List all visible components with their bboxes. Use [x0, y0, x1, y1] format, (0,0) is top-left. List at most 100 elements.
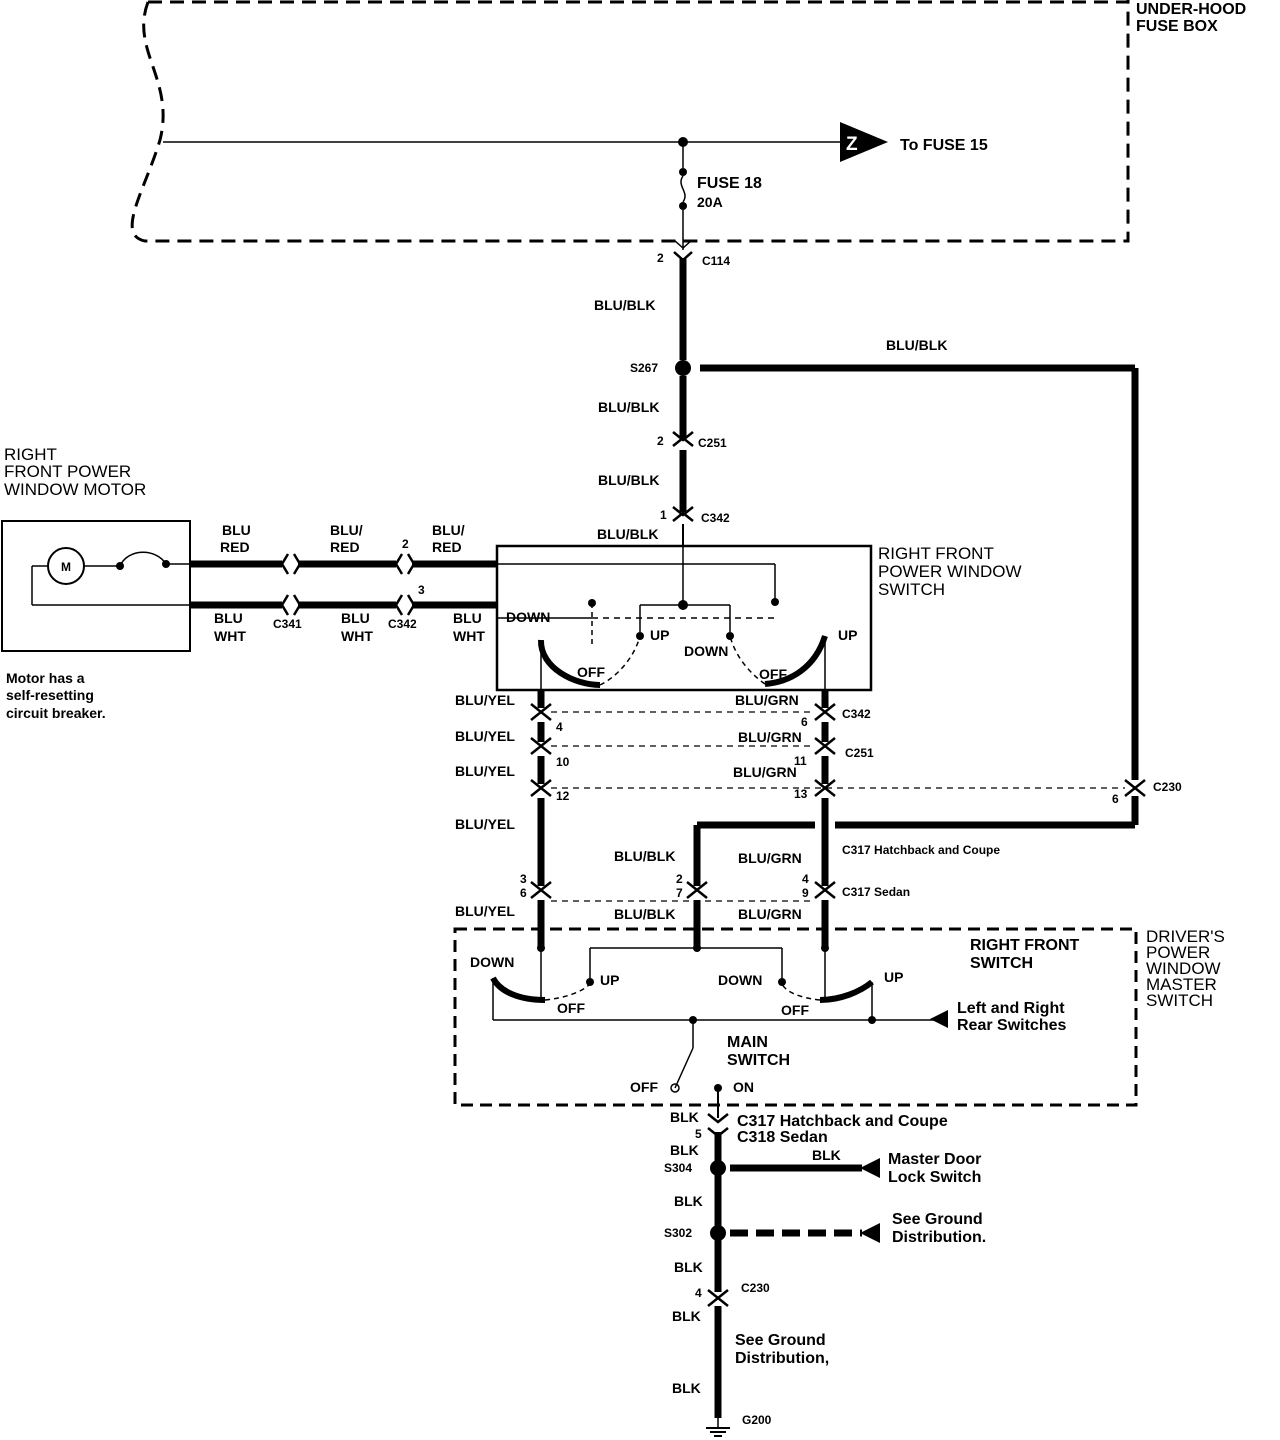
- svg-text:BLK: BLK: [674, 1193, 703, 1209]
- svg-text:OFF: OFF: [759, 666, 787, 682]
- svg-text:BLU/YEL: BLU/YEL: [455, 763, 515, 779]
- splice-s304: S304: [664, 1160, 726, 1176]
- svg-text:WHT: WHT: [214, 628, 246, 644]
- svg-text:Distribution,: Distribution,: [735, 1350, 829, 1367]
- svg-text:BLU/GRN: BLU/GRN: [738, 906, 802, 922]
- svg-text:SWITCH: SWITCH: [878, 580, 945, 599]
- svg-text:UP: UP: [600, 972, 619, 988]
- fuse-box-title-1: UNDER-HOOD: [1136, 1, 1246, 18]
- svg-text:DOWN: DOWN: [506, 609, 550, 625]
- svg-text:Distribution.: Distribution.: [892, 1229, 986, 1246]
- svg-text:6: 6: [1112, 792, 1119, 806]
- svg-text:C114: C114: [702, 254, 730, 268]
- svg-text:C317 Sedan: C317 Sedan: [842, 885, 910, 899]
- svg-text:BLU/GRN: BLU/GRN: [738, 850, 802, 866]
- svg-text:S304: S304: [664, 1161, 692, 1175]
- fuse-box-title-2: FUSE BOX: [1136, 18, 1218, 35]
- svg-text:UP: UP: [884, 969, 903, 985]
- svg-text:OFF: OFF: [557, 1000, 585, 1016]
- svg-text:Left and Right: Left and Right: [957, 1000, 1065, 1017]
- svg-text:RED: RED: [220, 539, 250, 555]
- right-front-window-motor: RIGHT FRONT POWER WINDOW MOTOR M Motor h…: [1, 445, 191, 721]
- drivers-master-switch: DRIVER'S POWER WINDOW MASTER SWITCH RIGH…: [453, 927, 1225, 1107]
- svg-text:BLU/BLK: BLU/BLK: [598, 399, 659, 415]
- svg-text:BLU/GRN: BLU/GRN: [735, 692, 799, 708]
- svg-text:BLK: BLK: [674, 1259, 703, 1275]
- svg-text:C230: C230: [1153, 780, 1182, 794]
- svg-text:BLK: BLK: [812, 1147, 841, 1163]
- svg-text:C317 Hatchback and Coupe: C317 Hatchback and Coupe: [842, 843, 1000, 857]
- svg-text:SWITCH: SWITCH: [970, 955, 1033, 972]
- svg-text:BLU/BLK: BLU/BLK: [614, 848, 675, 864]
- svg-text:G200: G200: [742, 1413, 772, 1427]
- svg-text:DOWN: DOWN: [470, 954, 514, 970]
- svg-text:BLU/: BLU/: [330, 522, 363, 538]
- svg-text:C342: C342: [388, 617, 417, 631]
- svg-text:BLU: BLU: [453, 610, 482, 626]
- svg-text:5: 5: [695, 1127, 702, 1141]
- svg-text:Lock Switch: Lock Switch: [888, 1169, 981, 1186]
- under-hood-fuse-box: UNDER-HOOD FUSE BOX Z To FUSE 15 FUSE 18…: [130, 0, 1246, 250]
- svg-text:WINDOW: WINDOW: [1146, 959, 1221, 978]
- svg-text:7: 7: [676, 886, 683, 900]
- svg-text:12: 12: [556, 789, 570, 803]
- svg-text:BLK: BLK: [672, 1308, 701, 1324]
- svg-text:BLK: BLK: [670, 1142, 699, 1158]
- svg-text:4: 4: [695, 1286, 702, 1300]
- svg-text:OFF: OFF: [781, 1002, 809, 1018]
- svg-text:BLU: BLU: [214, 610, 243, 626]
- svg-text:C251: C251: [698, 436, 727, 450]
- svg-text:BLU/GRN: BLU/GRN: [733, 764, 797, 780]
- svg-text:ON: ON: [733, 1079, 754, 1095]
- svg-text:WINDOW MOTOR: WINDOW MOTOR: [4, 480, 146, 499]
- svg-text:Master Door: Master Door: [888, 1151, 981, 1168]
- svg-text:C230: C230: [741, 1281, 770, 1295]
- svg-text:C341: C341: [273, 617, 302, 631]
- svg-text:C342: C342: [701, 511, 730, 525]
- connector-c230-bottom: 4 C230: [695, 1281, 770, 1307]
- svg-text:BLU/BLK: BLU/BLK: [886, 337, 947, 353]
- svg-text:RIGHT FRONT: RIGHT FRONT: [970, 937, 1080, 954]
- svg-text:2: 2: [676, 872, 683, 886]
- z-marker: Z: [846, 134, 858, 155]
- to-fuse-15-label: To FUSE 15: [900, 137, 988, 154]
- svg-text:See Ground: See Ground: [735, 1332, 826, 1349]
- svg-text:Rear Switches: Rear Switches: [957, 1017, 1066, 1034]
- svg-text:9: 9: [802, 886, 809, 900]
- svg-text:BLU: BLU: [341, 610, 370, 626]
- svg-text:circuit breaker.: circuit breaker.: [6, 705, 106, 721]
- svg-text:BLK: BLK: [672, 1380, 701, 1396]
- svg-text:POWER WINDOW: POWER WINDOW: [878, 562, 1022, 581]
- svg-text:2: 2: [657, 434, 664, 448]
- svg-text:self-resetting: self-resetting: [6, 687, 94, 703]
- svg-text:1: 1: [660, 508, 667, 522]
- connector-c341: [280, 553, 302, 616]
- connector-dashed-links: [551, 711, 1125, 902]
- svg-text:2: 2: [402, 537, 409, 551]
- svg-text:DOWN: DOWN: [684, 643, 728, 659]
- svg-text:WHT: WHT: [341, 628, 373, 644]
- svg-text:C317 Hatchback and Coupe: C317 Hatchback and Coupe: [737, 1113, 948, 1130]
- svg-text:SWITCH: SWITCH: [727, 1052, 790, 1069]
- svg-text:RED: RED: [432, 539, 462, 555]
- svg-text:POWER: POWER: [1146, 943, 1210, 962]
- z-connector-arrow: Z: [840, 122, 888, 162]
- svg-text:BLU/BLK: BLU/BLK: [594, 297, 655, 313]
- svg-text:See Ground: See Ground: [892, 1211, 983, 1228]
- svg-text:3: 3: [520, 872, 527, 886]
- svg-text:BLU/YEL: BLU/YEL: [455, 816, 515, 832]
- svg-text:6: 6: [520, 886, 527, 900]
- connector-c251-top: 2 C251: [657, 431, 727, 450]
- splice-s267: S267: [630, 360, 691, 376]
- wire-blk-ground: [714, 1088, 862, 1428]
- svg-text:MASTER: MASTER: [1146, 975, 1217, 994]
- svg-text:BLU: BLU: [222, 522, 251, 538]
- svg-text:4: 4: [802, 872, 809, 886]
- motor-symbol: M: [61, 560, 71, 574]
- svg-text:MAIN: MAIN: [727, 1034, 768, 1051]
- svg-text:Motor has a: Motor has a: [6, 670, 85, 686]
- svg-text:DRIVER'S: DRIVER'S: [1146, 927, 1225, 946]
- svg-text:BLU/GRN: BLU/GRN: [738, 729, 802, 745]
- right-front-window-switch: RIGHT FRONT POWER WINDOW SWITCH DOWN OFF: [495, 544, 1022, 692]
